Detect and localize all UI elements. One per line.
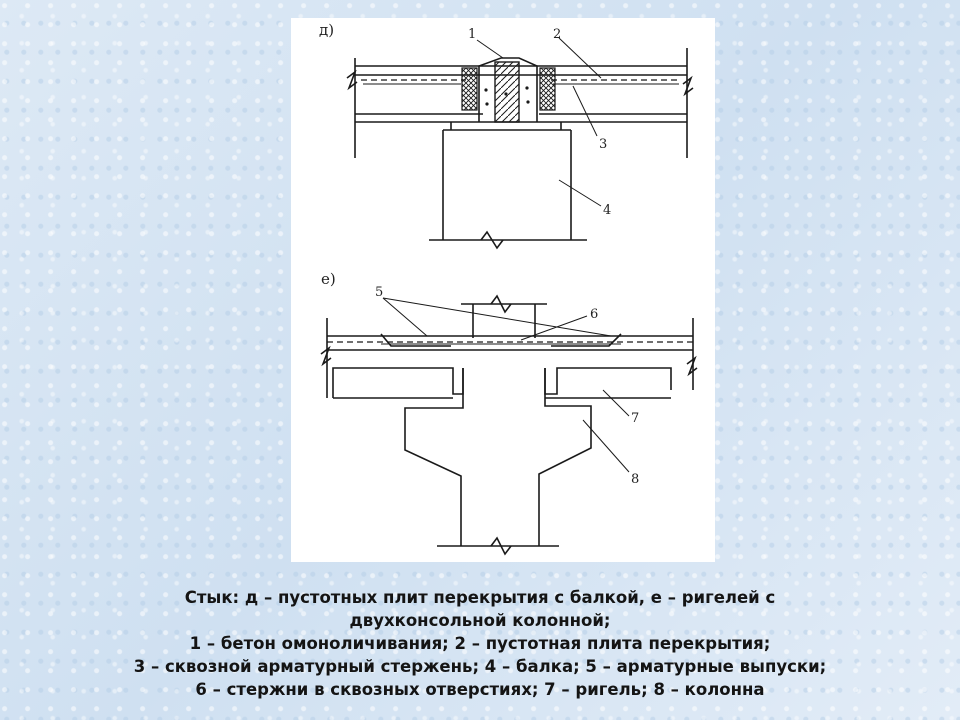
reinforcement-outlets-e <box>380 333 622 347</box>
caption-line: 3 – сквозной арматурный стержень; 4 – ба… <box>133 657 827 676</box>
callout-1: 1 <box>468 27 476 42</box>
caption-line: двухконсольной колонной; <box>349 611 611 630</box>
callout-4: 4 <box>603 203 611 218</box>
slab-top-e <box>320 318 698 398</box>
caption-line: 6 – стержни в сквозных отверстиях; 7 – р… <box>195 680 765 699</box>
callout-6: 6 <box>590 307 598 322</box>
figure-caption: Стык: д – пустотных плит перекрытия с ба… <box>100 586 860 701</box>
beam-d <box>429 122 587 250</box>
crossbars-e <box>332 367 672 399</box>
leaders-e <box>382 297 630 473</box>
monolithic-concrete-joint <box>461 57 556 123</box>
part-e-label: е) <box>321 270 336 288</box>
leaders-d <box>476 37 602 207</box>
callout-5: 5 <box>375 285 383 300</box>
double-console-column-e <box>404 368 592 556</box>
callout-7: 7 <box>631 411 639 426</box>
part-d-label: д) <box>319 21 334 39</box>
caption-line: Стык: д – пустотных плит перекрытия с ба… <box>184 588 776 607</box>
joint-drawing-panel: д) <box>291 18 715 562</box>
caption-line: 1 – бетон омоноличивания; 2 – пустотная … <box>189 634 771 653</box>
callout-8: 8 <box>631 472 639 487</box>
column-top-e <box>461 294 547 338</box>
technical-drawing: д) <box>319 21 698 556</box>
hollow-slabs-d <box>346 48 694 158</box>
callout-3: 3 <box>599 137 607 152</box>
callout-2: 2 <box>553 27 561 42</box>
